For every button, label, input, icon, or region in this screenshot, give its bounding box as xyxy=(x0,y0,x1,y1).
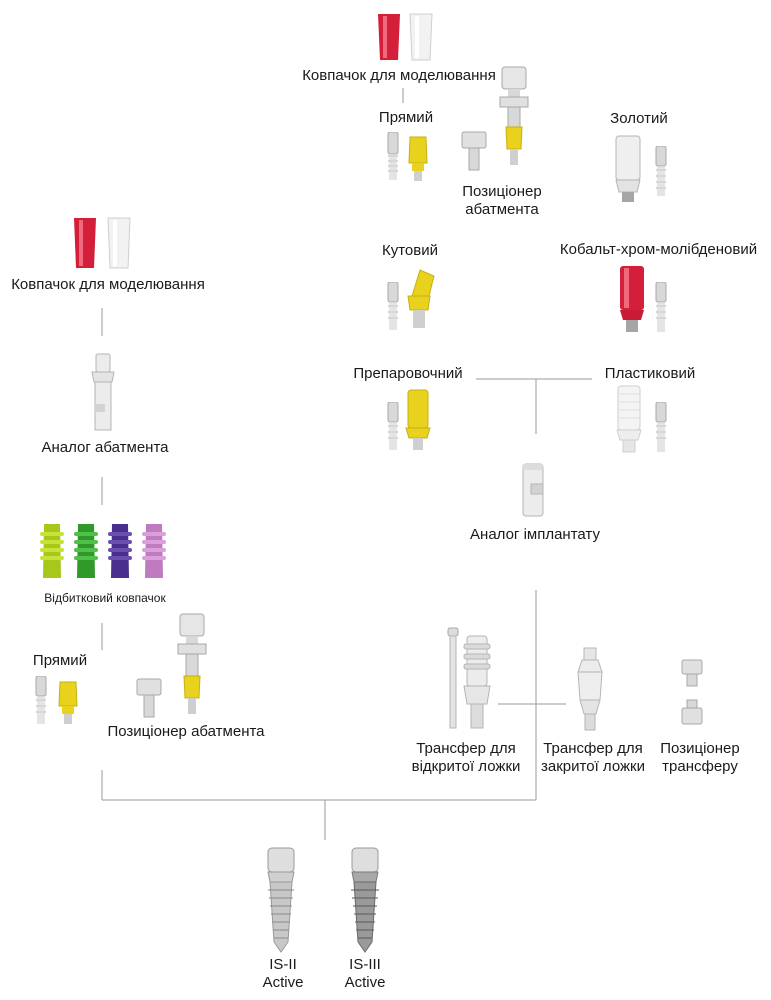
gold-abutment-icon xyxy=(615,135,641,202)
straight-abutment-yellow-icon xyxy=(408,136,428,181)
left-white-modeling-cap-icon xyxy=(107,217,131,269)
angled-screw-icon xyxy=(387,282,399,330)
left-red-modeling-cap-icon xyxy=(74,218,96,268)
top-straight-label: Прямий xyxy=(378,109,434,126)
closed-tray-label: Трансфер для закритої ложки xyxy=(541,740,645,775)
left-positioner-small-icon xyxy=(136,678,162,718)
prep-screw-icon xyxy=(387,402,399,450)
impression-cap-label: Відбитковий ковпачок xyxy=(44,591,166,605)
cocr-label: Кобальт-хром-молібденовий xyxy=(559,241,758,258)
is2-implant-icon xyxy=(267,847,295,953)
top-positioner-label: Позиціонер абатмента xyxy=(462,183,542,218)
closed-tray-transfer-icon xyxy=(577,647,603,731)
gold-label: Золотий xyxy=(610,110,668,127)
impression-cap-purple-icon xyxy=(108,524,132,578)
open-tray-pin-icon xyxy=(447,627,459,729)
plastic-label: Пластиковий xyxy=(604,365,696,382)
impression-cap-green-icon xyxy=(74,524,98,578)
transfer-positioner-top-icon xyxy=(681,659,703,687)
left-positioner-stack-icon xyxy=(177,613,207,714)
white-modeling-cap-icon xyxy=(409,13,433,61)
abutment-positioner-stack-icon xyxy=(499,66,529,165)
open-tray-label: Трансфер для відкритої ложки xyxy=(411,740,521,775)
prep-abutment-yellow-icon xyxy=(405,389,431,450)
red-modeling-cap-icon xyxy=(378,14,400,60)
impression-cap-yellowgreen-icon xyxy=(40,524,64,578)
left-straight-screw-icon xyxy=(35,676,47,724)
is3-implant-icon xyxy=(351,847,379,953)
left-straight-abutment-yellow-icon xyxy=(58,681,78,724)
cocr-screw-icon xyxy=(655,282,667,332)
abutment-analog-icon xyxy=(91,353,115,431)
plastic-abutment-icon xyxy=(616,385,642,453)
cocr-abutment-icon xyxy=(620,266,644,332)
transfer-positioner-label: Позиціонер трансферу xyxy=(660,740,740,775)
left-positioner-label: Позиціонер абатмента xyxy=(107,723,265,740)
left-straight-label: Прямий xyxy=(32,652,88,669)
plastic-screw-icon xyxy=(655,402,667,452)
transfer-positioner-bottom-icon xyxy=(681,699,703,725)
top-cap-label: Ковпачок для моделювання xyxy=(302,67,496,84)
open-tray-transfer-icon xyxy=(463,635,491,729)
gold-screw-icon xyxy=(655,146,667,196)
angled-label: Кутовий xyxy=(381,242,438,259)
positioner-small-icon xyxy=(461,131,487,171)
angled-abutment-yellow-icon xyxy=(407,269,435,328)
left-cap-label: Ковпачок для моделювання xyxy=(11,276,205,293)
is2-label: IS-II Active xyxy=(262,956,304,991)
implant-analog-label: Аналог імплантату xyxy=(470,526,600,543)
impression-cap-violet-icon xyxy=(142,524,166,578)
is3-label: IS-III Active xyxy=(344,956,386,991)
abutment-analog-label: Аналог абатмента xyxy=(41,439,169,456)
prep-label: Препаровочний xyxy=(353,365,463,382)
implant-analog-icon xyxy=(522,463,544,517)
straight-abutment-screw-icon xyxy=(387,132,399,180)
